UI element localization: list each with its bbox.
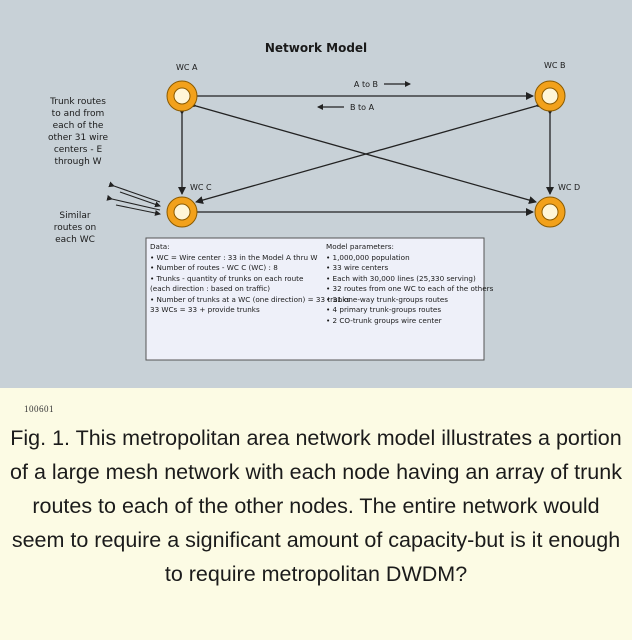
node-label-a: WC A xyxy=(176,63,198,72)
figure-caption: Fig. 1. This metropolitan area network m… xyxy=(10,426,622,586)
external-trunk-arrows xyxy=(106,181,161,216)
node-wc-c xyxy=(166,196,198,228)
node-wc-a xyxy=(166,80,198,112)
trunk-routes-note: Trunk routes to and from each of the oth… xyxy=(47,97,109,167)
node-wc-b xyxy=(534,80,566,112)
label-b-to-a: B to A xyxy=(350,103,375,112)
node-wc-d xyxy=(534,196,566,228)
network-diagram-canvas: Network Model A to B B to A xyxy=(106,41,580,361)
label-a-to-b: A to B xyxy=(354,80,378,89)
network-diagram: Network Model A to B B to A xyxy=(0,0,632,388)
similar-routes-note: Similar routes on each WC xyxy=(53,211,97,245)
diagram-title: Network Model xyxy=(265,41,367,55)
node-label-c: WC C xyxy=(190,183,212,192)
notes-box-data: Data: • WC = Wire center : 33 in the Mod… xyxy=(150,242,351,314)
figure-credit: 100601 xyxy=(24,404,54,414)
node-label-d: WC D xyxy=(558,183,580,192)
notes-box xyxy=(145,237,485,361)
mesh-links xyxy=(178,92,554,216)
notes-box-model-parameters: Model parameters: • 1,000,000 population… xyxy=(326,242,494,325)
node-label-b: WC B xyxy=(544,61,566,70)
link-b-c xyxy=(195,100,544,204)
